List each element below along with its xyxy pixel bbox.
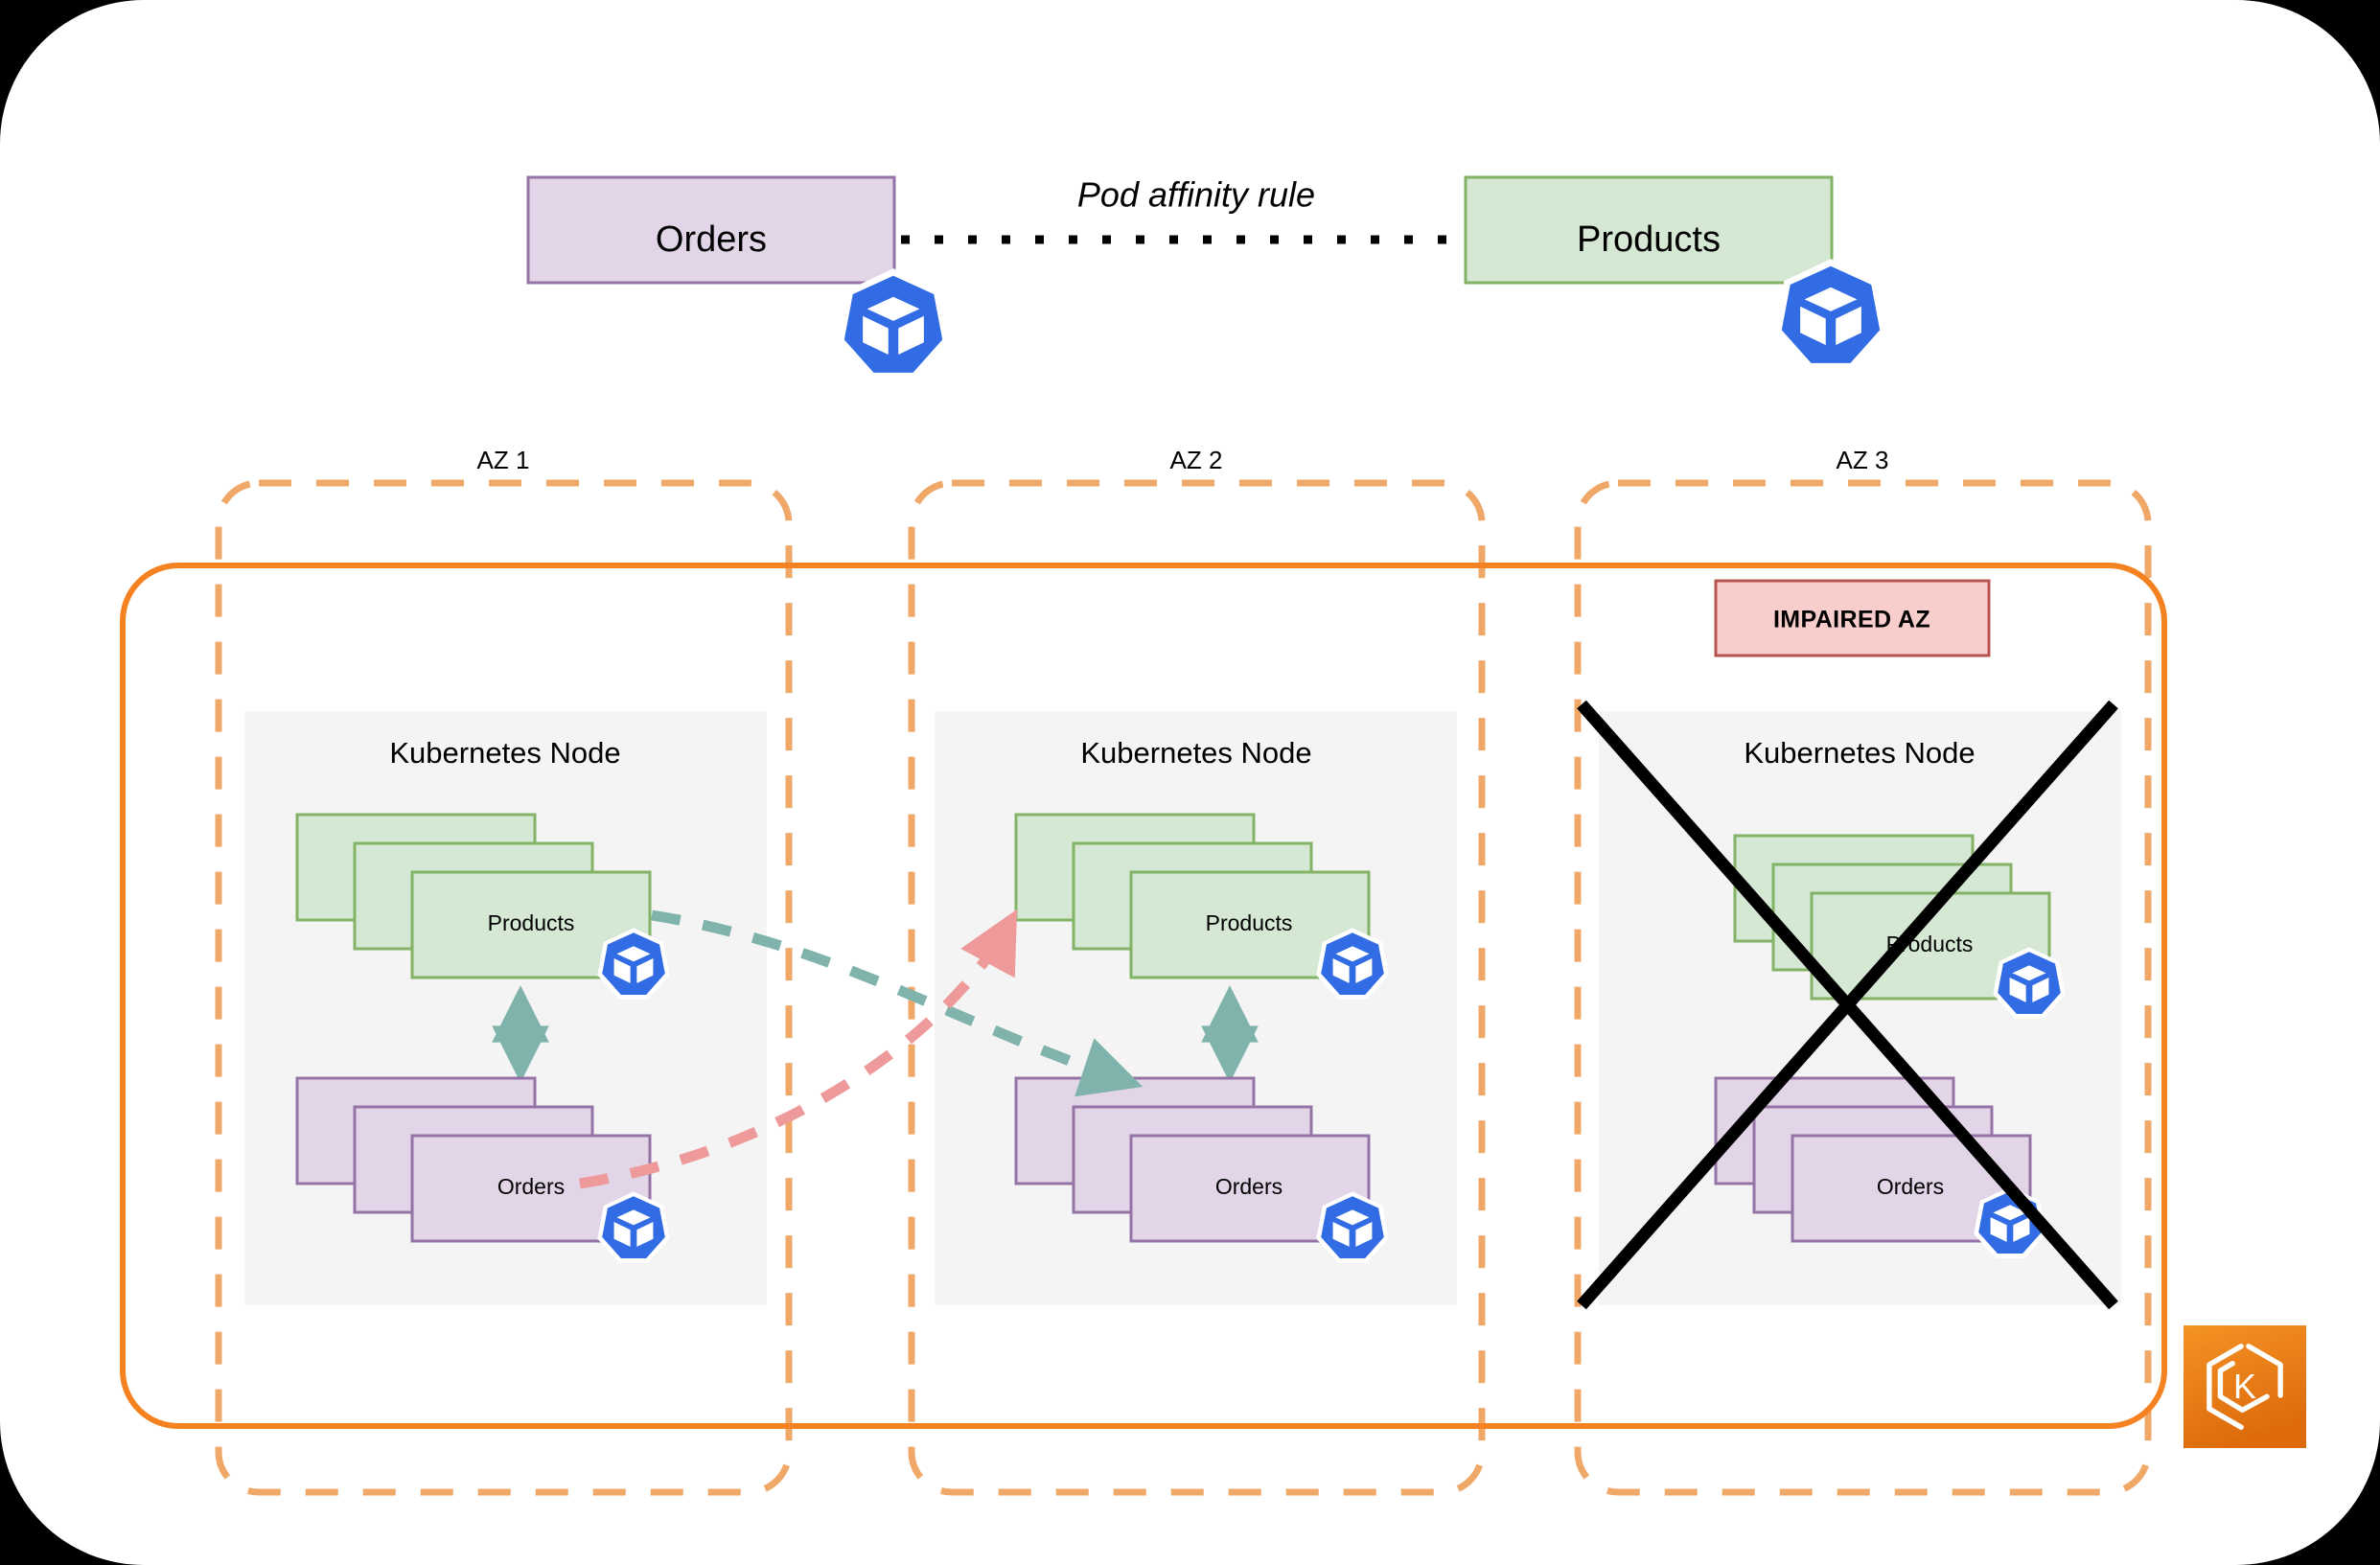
az-1-boundary <box>215 479 793 1496</box>
az-2-label: AZ 2 <box>1170 446 1223 474</box>
az-2-orders-label: Orders <box>1215 1174 1282 1199</box>
az-1-label: AZ 1 <box>477 446 530 474</box>
az-1-products-label: Products <box>488 910 575 935</box>
az-dashed-boundaries <box>215 479 2152 1496</box>
top-orders-label: Orders <box>656 219 767 260</box>
az-2-boundary <box>908 479 1486 1496</box>
top-products-label: Products <box>1577 219 1721 260</box>
az-2-node: Kubernetes Node Products Orders <box>935 711 1457 1305</box>
az-2-products-pod-stack: Products <box>1014 813 1371 979</box>
az-1-node-label: Kubernetes Node <box>389 736 620 770</box>
az-3-node-label: Kubernetes Node <box>1744 736 1975 770</box>
cluster-badge <box>2184 1325 2306 1448</box>
az-1-orders-label: Orders <box>497 1174 565 1199</box>
az-1-node: Kubernetes Node Products <box>244 711 767 1305</box>
pod-affinity-label: Pod affinity rule <box>1077 175 1315 215</box>
az-3-orders-label: Orders <box>1877 1174 1944 1199</box>
az-3-label: AZ 3 <box>1837 446 1889 474</box>
az-2-products-label: Products <box>1206 910 1293 935</box>
az-2-node-label: Kubernetes Node <box>1080 736 1311 770</box>
top-products-box: Products <box>1464 175 1834 285</box>
az-3-boundary <box>1574 479 2152 1496</box>
az-3-node: Kubernetes Node Products Orders <box>1577 700 2121 1310</box>
az-3-impaired-cross-icon <box>1577 700 2118 1310</box>
az-3-impaired-badge: IMPAIRED AZ <box>1714 579 1991 657</box>
migration-flow-products-az1-to-orders-az2 <box>651 909 1144 1097</box>
cluster-boundary <box>120 563 2167 1429</box>
top-orders-box: Orders <box>526 175 896 285</box>
az-3-impaired-label: IMPAIRED AZ <box>1773 607 1930 633</box>
